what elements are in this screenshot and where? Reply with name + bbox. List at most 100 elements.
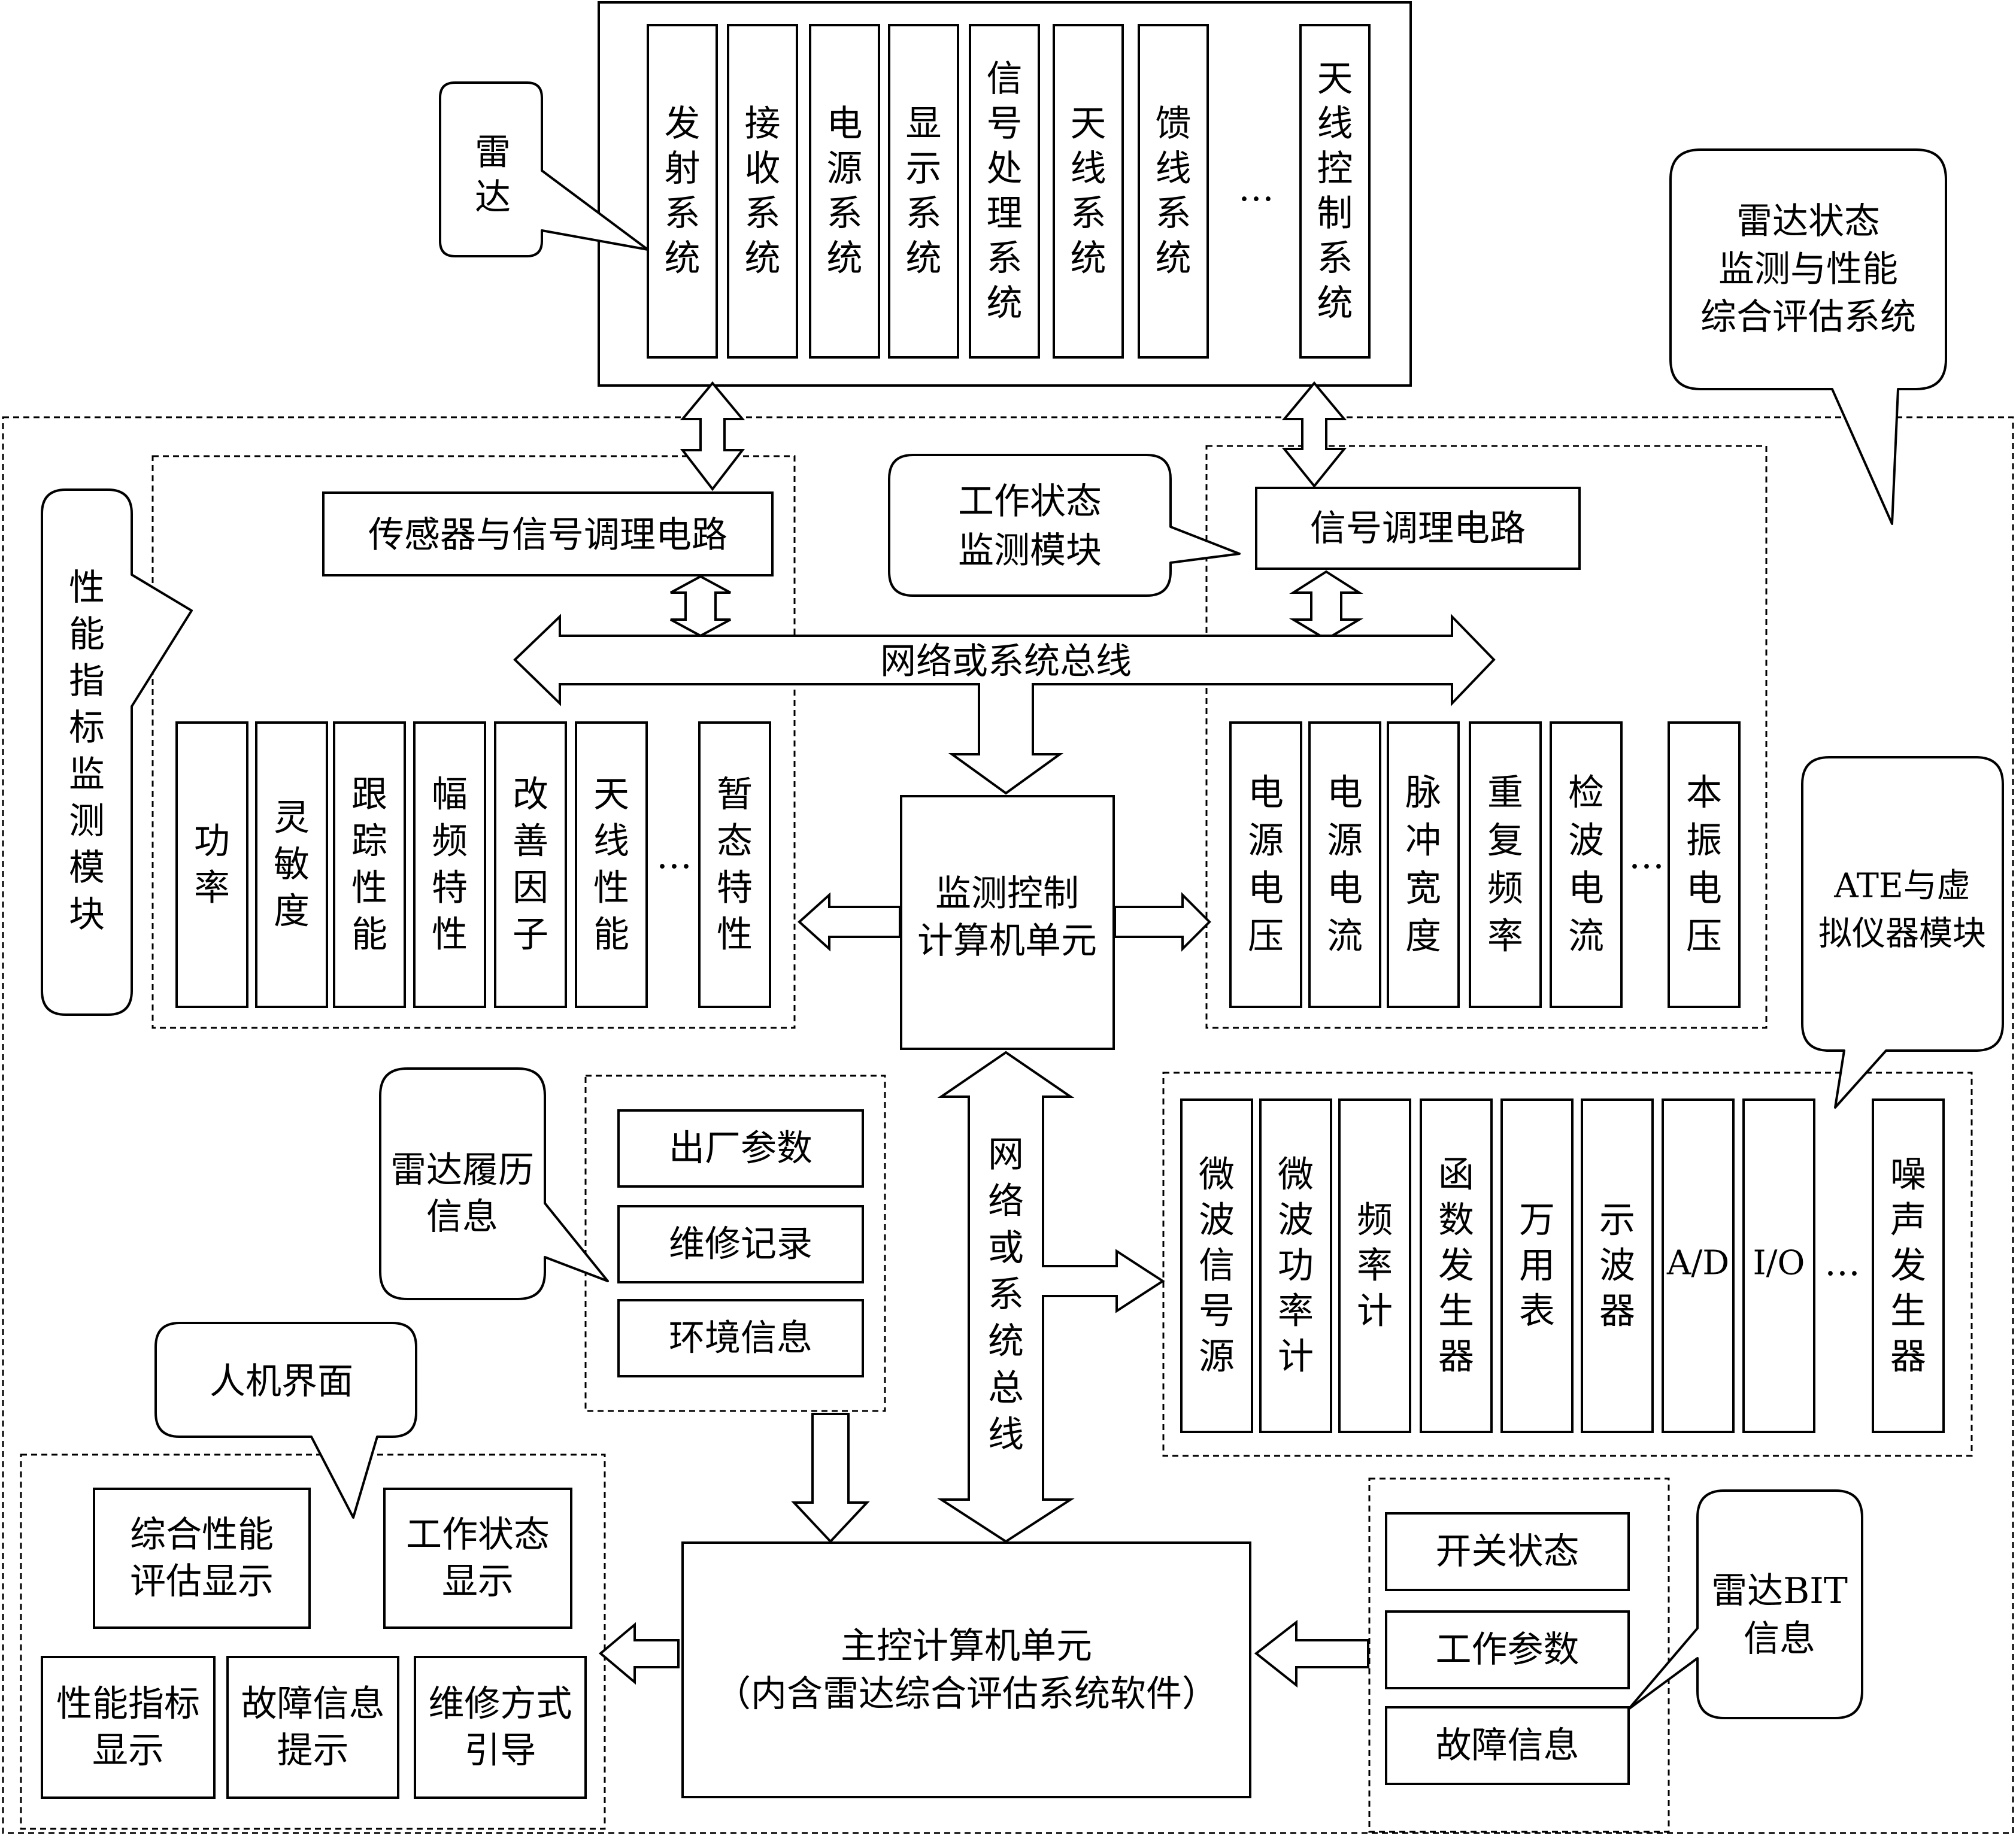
ate-item-4-box xyxy=(1500,1098,1574,1433)
radar-system-2-label-char: 系 xyxy=(827,193,863,235)
performance-module-label-char: 测 xyxy=(69,800,105,842)
history-item-2-label: 环境信息 xyxy=(669,1318,813,1359)
ate-item-2-box xyxy=(1338,1098,1411,1433)
vertical-bus-label: 网络或系统总线 xyxy=(988,1134,1024,1456)
performance-module-label-char: 标 xyxy=(69,707,105,749)
perf-item-5-label-char: 天 xyxy=(593,774,629,816)
ate-item-1-label-char: 波 xyxy=(1278,1200,1314,1242)
radar-system-4-label-char: 系 xyxy=(987,238,1023,280)
perf-item-6-label-char: 性 xyxy=(717,914,753,956)
bit-item-0-box xyxy=(1385,1512,1630,1591)
main-control-unit-box xyxy=(681,1541,1251,1798)
ate-item-4-label-char: 表 xyxy=(1519,1291,1555,1333)
radar-system-3-label-char: 统 xyxy=(906,238,942,280)
radar-system-0-label-char: 统 xyxy=(665,238,701,280)
ate-item-5-label-char: 波 xyxy=(1599,1245,1635,1287)
ate-item-3-label-char: 生 xyxy=(1438,1291,1474,1333)
perf-item-4-label-char: 因 xyxy=(513,867,548,909)
vertical-bus-label-char: 统 xyxy=(988,1321,1024,1362)
signal-bus-double-arrow xyxy=(1289,570,1364,641)
overall-label-line1: 雷达状态 xyxy=(1736,201,1880,242)
vertical-bus-label-char: 或 xyxy=(988,1227,1024,1269)
history-item-0-label: 出厂参数 xyxy=(669,1128,813,1170)
hmi-item-4-line: 引导 xyxy=(465,1730,536,1772)
radar-system-0-label-char: 系 xyxy=(665,193,701,235)
work-state-label-line1: 工作状态 xyxy=(958,481,1102,523)
work-item-1-label-char: 源 xyxy=(1327,820,1363,862)
horizontal-bus-arrow xyxy=(513,614,1496,795)
radar-system-6-label-char: 统 xyxy=(1156,238,1192,280)
radar-system-7-label-char: 控 xyxy=(1317,148,1353,190)
work-item-0-box xyxy=(1229,721,1302,1008)
work-state-module-frame xyxy=(1205,445,1768,1029)
radar-system-0-label-char: 发 xyxy=(665,103,701,145)
bit-label-line1: 雷达BIT xyxy=(1711,1570,1848,1612)
perf-item-2-box xyxy=(333,721,406,1008)
bit-label-line2: 信息 xyxy=(1744,1618,1815,1660)
hmi-item-1-box xyxy=(383,1488,572,1629)
perf-item-6-label-char: 态 xyxy=(717,821,753,863)
hmi-item-3-line: 故障信息 xyxy=(241,1683,385,1725)
radar-system-4-label-char: 理 xyxy=(987,193,1023,235)
ate-item-5-label: 示波器 xyxy=(1599,1200,1635,1333)
perf-item-5-label-char: 线 xyxy=(593,821,629,863)
radar-ellipsis: … xyxy=(1238,168,1274,210)
perf-item-1-label-char: 敏 xyxy=(274,844,310,886)
perf-item-1-box xyxy=(255,721,328,1008)
perf-item-3-box xyxy=(413,721,486,1008)
perf-item-0-box xyxy=(175,721,248,1008)
radar-sensor-double-arrow xyxy=(680,381,745,491)
bit-item-2-box xyxy=(1385,1706,1630,1785)
hmi-item-1-line: 显示 xyxy=(442,1561,514,1603)
history-item-1-box xyxy=(617,1205,864,1283)
work-item-0-label-char: 电 xyxy=(1248,772,1284,814)
work-item-3-box xyxy=(1469,721,1542,1008)
ate-item-4-label: 万用表 xyxy=(1519,1200,1555,1333)
work-item-0-label-char: 源 xyxy=(1248,820,1284,862)
monitor-control-line1: 监测控制 xyxy=(935,873,1079,915)
vertical-bus-label-char: 网 xyxy=(988,1134,1024,1176)
ate-item-8-box xyxy=(1872,1098,1945,1433)
radar-system-2-box xyxy=(809,24,880,359)
radar-system-7-label-char: 线 xyxy=(1317,103,1353,145)
work-item-4-label-char: 波 xyxy=(1568,820,1604,862)
radar-system-5-label-char: 系 xyxy=(1071,193,1106,235)
overall-label-line2: 监测与性能 xyxy=(1718,248,1898,290)
ate-item-3-label-char: 函 xyxy=(1438,1154,1474,1196)
hmi-item-4-line: 维修方式 xyxy=(429,1683,572,1725)
performance-module-label-char: 模 xyxy=(69,847,105,889)
history-to-main-arrow xyxy=(791,1413,870,1543)
ate-item-0-label-char: 源 xyxy=(1199,1336,1235,1378)
perf-item-3-label-char: 频 xyxy=(432,821,468,863)
work-item-2-label-char: 冲 xyxy=(1405,820,1441,862)
monitor-control-line2: 计算机单元 xyxy=(917,920,1097,962)
signal-circuit-box xyxy=(1255,487,1581,570)
perf-item-0-label: 功率 xyxy=(194,821,230,909)
ate-item-4-label-char: 万 xyxy=(1519,1200,1555,1242)
perf-item-5-label-char: 能 xyxy=(593,914,629,956)
radar-signal-double-arrow xyxy=(1281,381,1347,488)
radar-label-line1: 雷 xyxy=(475,132,511,174)
radar-system-4-label-char: 号 xyxy=(987,103,1023,145)
sensor-circuit-box xyxy=(322,491,774,576)
horizontal-bus-label: 网络或系统总线 xyxy=(880,641,1132,682)
main-to-hmi-arrow xyxy=(598,1622,680,1685)
work-item-3-label-char: 率 xyxy=(1487,916,1523,958)
ate-item-1-box xyxy=(1259,1098,1332,1433)
signal-circuit-label: 信号调理电路 xyxy=(1310,508,1526,550)
vertical-bus-arrow xyxy=(937,1051,1165,1543)
ate-item-0-label-char: 波 xyxy=(1199,1200,1235,1242)
hmi-item-3-line: 提示 xyxy=(277,1730,349,1772)
history-callout xyxy=(379,1067,609,1300)
ate-item-1-label-char: 微 xyxy=(1278,1154,1314,1196)
radar-system-6-box xyxy=(1138,24,1209,359)
radar-system-4-label-char: 信 xyxy=(987,58,1023,100)
perf-item-4-label-char: 子 xyxy=(513,914,548,956)
